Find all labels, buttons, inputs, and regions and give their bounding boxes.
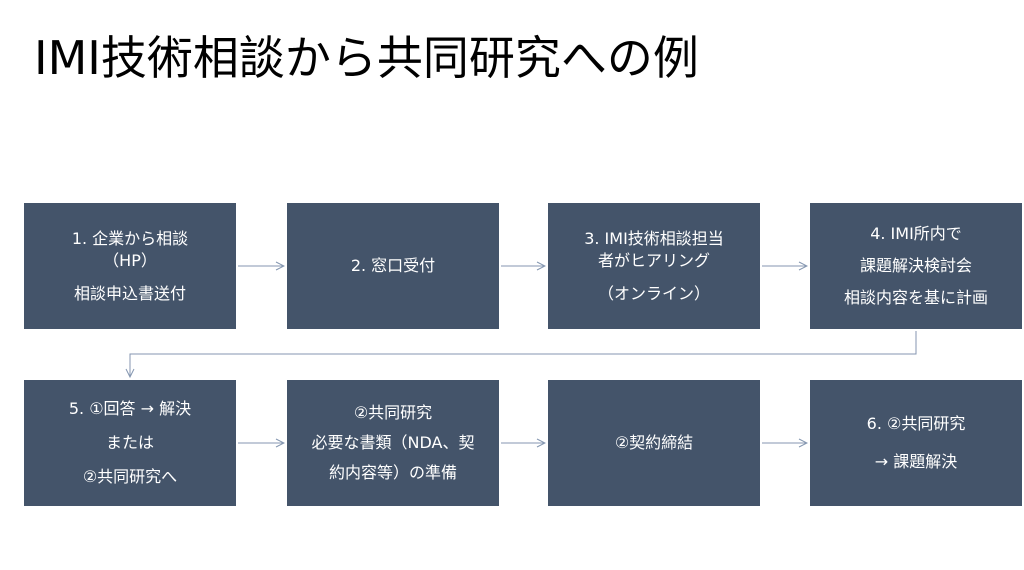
step-1-line-4: 相談申込書送付 [73,283,186,303]
step-box-8: 6. ②共同研究 → 課題解決 [810,380,1022,506]
step-7-line-1: ②契約締結 [614,433,694,452]
step-8-line-2: → 課題解決 [874,452,958,471]
step-box-3: 3. IMI技術相談担当 者がヒアリング （オンライン） [548,203,760,329]
step-6-line-1: ②共同研究 [353,403,433,422]
arrow-4-5 [130,331,917,377]
step-3-line-1: 3. IMI技術相談担当 [584,228,724,248]
step-5-line-2: または [105,433,154,452]
step-box-5: 5. ①回答 → 解決 または ②共同研究へ [24,380,236,506]
step-1-line-2: （HP） [103,250,157,270]
step-box-2: 2. 窓口受付 [287,203,499,329]
step-5-line-3: ②共同研究へ [82,467,178,486]
step-2-line-1: 2. 窓口受付 [350,256,436,275]
step-5-line-1: 5. ①回答 → 解決 [68,399,192,418]
step-box-1: 1. 企業から相談 （HP） 相談申込書送付 [24,203,236,329]
step-3-line-4: （オンライン） [597,283,710,303]
step-8-line-1: 6. ②共同研究 [866,414,966,433]
step-6-line-3: 約内容等）の準備 [328,463,457,482]
step-4-line-1: 4. IMI所内で [870,224,962,243]
step-6-line-2: 必要な書類（NDA、契 [311,433,475,452]
step-4-line-3: 相談内容を基に計画 [843,288,988,307]
step-box-4: 4. IMI所内で 課題解決検討会 相談内容を基に計画 [810,203,1022,329]
step-box-7: ②契約締結 [548,380,760,506]
step-3-line-2: 者がヒアリング [597,250,710,270]
step-1-line-1: 1. 企業から相談 [71,228,189,248]
slide-title: IMI技術相談から共同研究への例 [34,31,699,85]
step-box-6: ②共同研究 必要な書類（NDA、契 約内容等）の準備 [287,380,499,506]
step-4-line-2: 課題解決検討会 [859,256,972,275]
